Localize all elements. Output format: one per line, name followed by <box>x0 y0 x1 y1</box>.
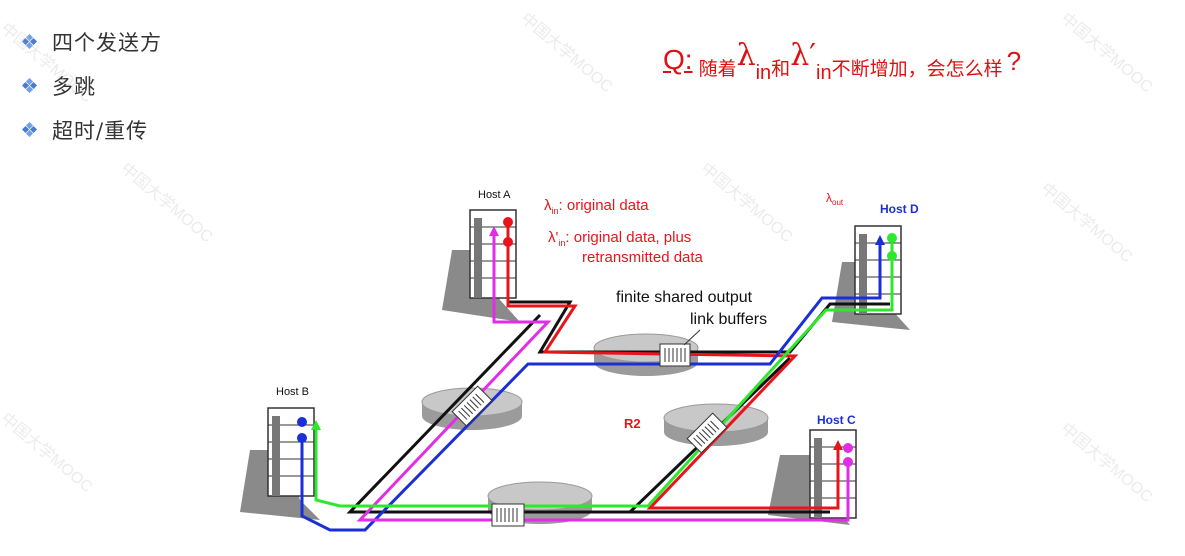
host-b-blue-dot <box>297 417 307 427</box>
svg-text:中国大学MOOC: 中国大学MOOC <box>697 159 796 246</box>
host-a-magenta-arrow <box>489 226 499 236</box>
svg-text:中国大学MOOC: 中国大学MOOC <box>1057 9 1156 96</box>
link-path-black-lower <box>346 313 830 514</box>
host-a-label: Host A <box>478 189 511 201</box>
svg-text:中国大学MOOC: 中国大学MOOC <box>1057 419 1156 506</box>
buffers-label-line2: link buffers <box>690 311 767 328</box>
lambda-out-label: λout <box>826 191 844 207</box>
diamond-bullet-icon <box>22 122 38 138</box>
flow-path-blue <box>300 240 882 532</box>
flow-path-magenta <box>356 232 850 522</box>
watermark-layer: 中国大学MOOC 中国大学MOOC 中国大学MOOC 中国大学MOOC 中国大学… <box>0 9 1156 506</box>
lambda-prime-subscript: in <box>816 62 832 84</box>
lambda-in-label: λin: original data <box>544 197 649 216</box>
bullet-list: 四个发送方 多跳 超时/重传 <box>22 20 162 152</box>
buffer-bottom <box>491 503 525 527</box>
bullet-item: 超时/重传 <box>22 108 162 152</box>
host-d-label: Host D <box>880 202 919 216</box>
flow-path-green <box>314 242 894 508</box>
svg-text:中国大学MOOC: 中国大学MOOC <box>517 9 616 96</box>
bullet-text: 四个发送方 <box>52 31 162 55</box>
host-b-label: Host B <box>276 386 309 398</box>
question-pre: 随着 <box>698 58 737 80</box>
buffers-label-line1: finite shared output <box>616 289 753 306</box>
question-label: Q: <box>663 44 693 75</box>
lambda-symbol: λ <box>736 38 756 73</box>
diamond-bullet-icon <box>22 34 38 50</box>
svg-text:中国大学MOOC: 中国大学MOOC <box>0 19 96 106</box>
bullet-item: 多跳 <box>22 64 162 108</box>
retransmitted-label: retransmitted data <box>582 249 704 266</box>
lambda-prime-in-label: λ'in: original data, plus <box>548 229 691 248</box>
host-d-blue-arrow <box>875 235 885 245</box>
svg-text:中国大学MOOC: 中国大学MOOC <box>117 159 216 246</box>
buffer-leader-line <box>683 329 701 346</box>
lambda-prime-symbol: λ′ <box>790 38 817 73</box>
host-d-green-dot <box>887 233 897 243</box>
bullet-text: 超时/重传 <box>52 119 149 143</box>
host-b-icon <box>267 407 315 497</box>
question-heading: Q: 随着 λ in 和 λ′ in 不断增加，会怎么样 ? <box>663 38 1022 100</box>
buffer-left <box>451 385 493 427</box>
bullet-item: 四个发送方 <box>22 20 162 64</box>
bullet-text: 多跳 <box>52 75 96 99</box>
host-c-red-arrow <box>833 440 843 450</box>
host-c-magenta-dot <box>843 443 853 453</box>
svg-text:中国大学MOOC: 中国大学MOOC <box>1037 179 1136 266</box>
svg-text:中国大学MOOC: 中国大学MOOC <box>0 409 96 496</box>
question-and: 和 <box>771 58 791 80</box>
host-c-label: Host C <box>817 413 856 427</box>
buffer-top <box>659 343 691 367</box>
question-mark: ? <box>1006 46 1022 76</box>
buffer-r2 <box>686 412 728 454</box>
lambda-subscript: in <box>755 62 772 84</box>
question-post: 不断增加，会怎么样 <box>831 58 1003 80</box>
router-r2-label: R2 <box>624 416 641 431</box>
diamond-bullet-icon <box>22 78 38 94</box>
host-b-green-arrow <box>311 420 321 430</box>
host-a-red-dot <box>503 217 513 227</box>
